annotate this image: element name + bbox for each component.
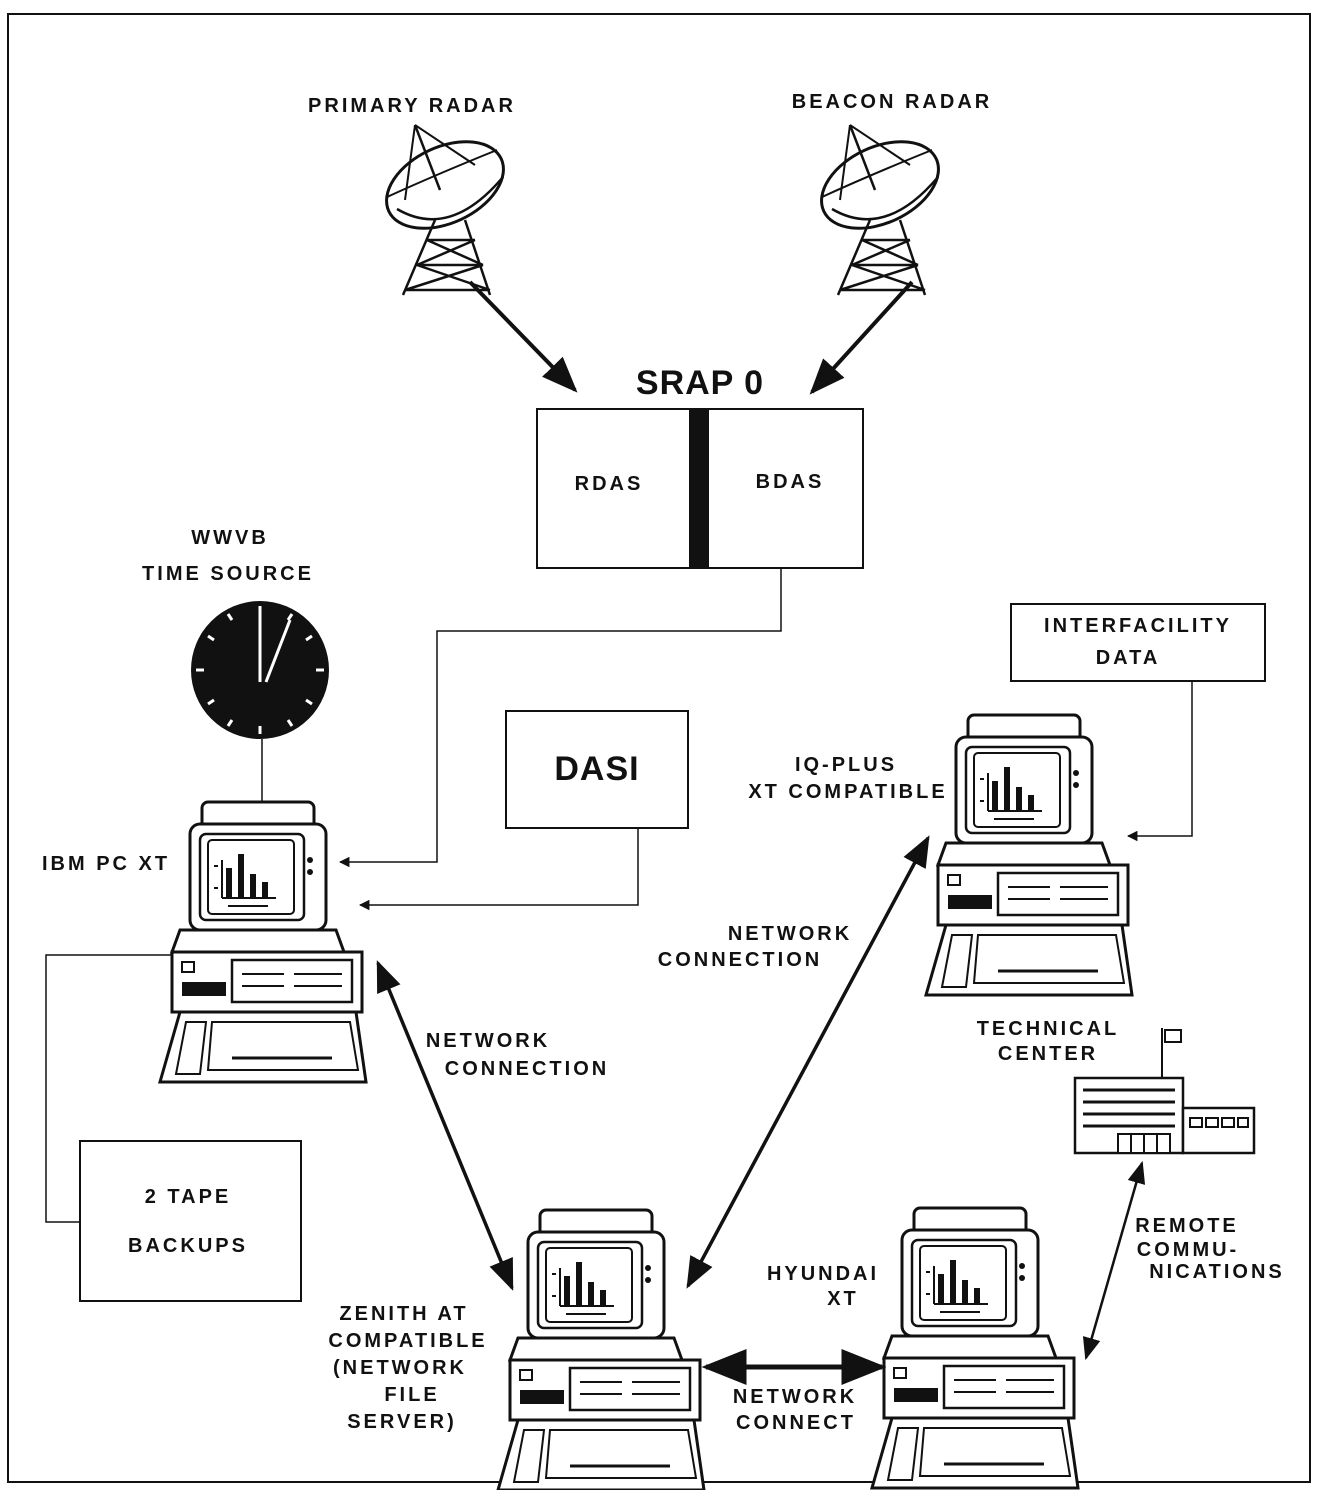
tape-line1: 2 TAPE bbox=[145, 1186, 232, 1208]
hyundai-technical-remote-link bbox=[1082, 1160, 1146, 1361]
remote-line1: REMOTE bbox=[1135, 1215, 1239, 1237]
hyundai-label-line1: HYUNDAI bbox=[767, 1263, 879, 1285]
ibm-zenith-network-link bbox=[376, 960, 514, 1291]
tape-box bbox=[79, 1140, 302, 1302]
network-right-line2: CONNECTION bbox=[658, 949, 822, 971]
remote-line2: COMMU- bbox=[1137, 1239, 1239, 1261]
clock-icon bbox=[191, 601, 329, 739]
network-left-line1: NETWORK bbox=[426, 1030, 550, 1052]
tape-line2: BACKUPS bbox=[128, 1235, 248, 1257]
primary-radar-icon bbox=[371, 122, 519, 297]
technical-center-line2: CENTER bbox=[998, 1043, 1098, 1065]
remote-line3: NICATIONS bbox=[1149, 1261, 1285, 1283]
technical-center-icon bbox=[1073, 1028, 1256, 1155]
hyundai-pc-icon bbox=[870, 1206, 1080, 1490]
network-left-line2: CONNECTION bbox=[445, 1058, 609, 1080]
time-source-line1: WWVB bbox=[191, 527, 269, 549]
interfacility-box bbox=[1010, 603, 1266, 682]
zenith-label-line5: SERVER) bbox=[347, 1411, 457, 1433]
beacon-radar-label: BEACON RADAR bbox=[792, 91, 992, 113]
srap-to-ibm-line bbox=[338, 568, 782, 868]
time-source-line2: TIME SOURCE bbox=[142, 563, 314, 585]
interfacility-line1: INTERFACILITY bbox=[1044, 615, 1232, 637]
hyundai-label-line2: XT bbox=[827, 1288, 859, 1310]
network-bottom-line2: CONNECT bbox=[736, 1412, 856, 1434]
beacon-radar-arrow bbox=[809, 280, 914, 395]
dasi-box bbox=[505, 710, 689, 829]
network-bottom-line1: NETWORK bbox=[733, 1386, 857, 1408]
rdas-label: RDAS bbox=[575, 473, 644, 495]
zenith-label-line3: (NETWORK bbox=[333, 1357, 467, 1379]
srap-title: SRAP 0 bbox=[636, 364, 764, 402]
dasi-to-ibm-line bbox=[358, 828, 639, 911]
iq-plus-label-line2: XT COMPATIBLE bbox=[748, 781, 947, 803]
network-right-line1: NETWORK bbox=[728, 923, 852, 945]
technical-center-line1: TECHNICAL bbox=[977, 1018, 1120, 1040]
iq-plus-label-line1: IQ-PLUS bbox=[795, 754, 897, 776]
primary-radar-arrow bbox=[468, 280, 578, 393]
zenith-label-line1: ZENITH AT bbox=[339, 1303, 468, 1325]
dasi-label: DASI bbox=[554, 750, 639, 788]
ibm-pc-label: IBM PC XT bbox=[42, 853, 170, 875]
ibm-pc-icon bbox=[158, 800, 368, 1084]
beacon-radar-icon bbox=[806, 122, 954, 297]
zenith-label-line2: COMPATIBLE bbox=[328, 1330, 487, 1352]
primary-radar-label: PRIMARY RADAR bbox=[308, 95, 516, 117]
srap-divider bbox=[689, 409, 709, 568]
zenith-label-line4: FILE bbox=[384, 1384, 439, 1406]
bdas-label: BDAS bbox=[756, 471, 825, 493]
iq-plus-icon bbox=[924, 713, 1134, 997]
zenith-pc-icon bbox=[496, 1208, 706, 1490]
interfacility-to-iq-line bbox=[1126, 681, 1193, 842]
ibm-to-tape-line bbox=[45, 954, 172, 1223]
iq-zenith-network-link bbox=[686, 835, 930, 1289]
interfacility-line2: DATA bbox=[1096, 647, 1161, 669]
